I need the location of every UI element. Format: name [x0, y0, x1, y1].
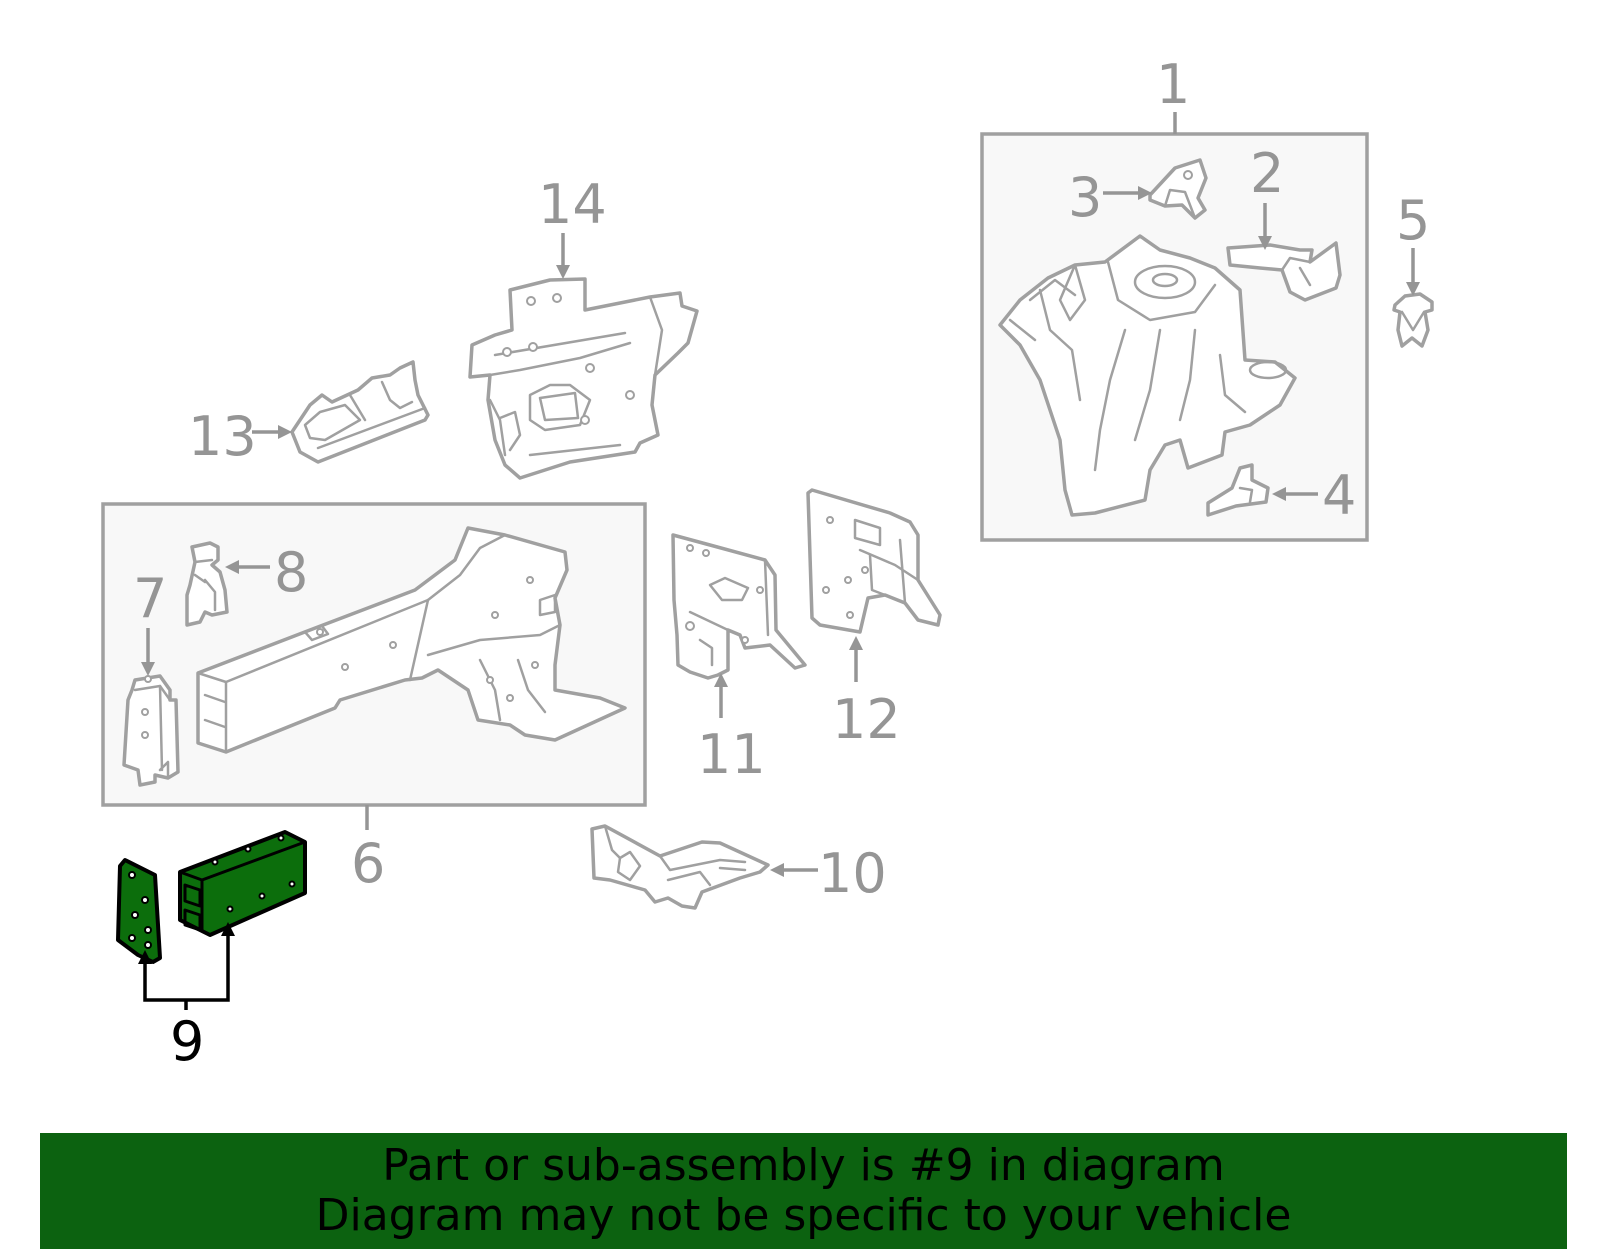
- part-reinforcement-2[interactable]: [1226, 241, 1342, 302]
- callout-6[interactable]: 6: [351, 832, 385, 895]
- callout-1[interactable]: 1: [1156, 53, 1190, 116]
- part-support-13[interactable]: [290, 360, 430, 464]
- callout-5[interactable]: 5: [1396, 189, 1430, 252]
- part-bracket-11[interactable]: [671, 533, 807, 680]
- part-end-plate-7[interactable]: [122, 674, 180, 787]
- callout-4[interactable]: 4: [1322, 464, 1356, 527]
- part-apron-panel-14[interactable]: [468, 277, 699, 480]
- part-bracket-4[interactable]: [1206, 463, 1270, 517]
- part-9-highlighted[interactable]: [116, 830, 307, 964]
- part-frame-rail-6[interactable]: [196, 526, 627, 754]
- callout-8[interactable]: 8: [274, 541, 308, 604]
- part-bracket-10[interactable]: [590, 824, 770, 910]
- callout-2[interactable]: 2: [1250, 142, 1284, 205]
- callout-14[interactable]: 14: [538, 173, 607, 236]
- callout-9[interactable]: 9: [170, 1010, 204, 1073]
- callout-11[interactable]: 11: [697, 723, 766, 786]
- callout-3[interactable]: 3: [1068, 166, 1102, 229]
- part-bracket-12[interactable]: [806, 488, 942, 634]
- part-push-clip-5[interactable]: [1392, 292, 1434, 348]
- banner-line-1: Part or sub-assembly is #9 in diagram: [382, 1140, 1225, 1191]
- banner-line-2: Diagram may not be specific to your vehi…: [315, 1190, 1292, 1241]
- callout-10[interactable]: 10: [818, 842, 887, 905]
- part-9-rail-extension[interactable]: [178, 830, 307, 937]
- part-wheelhouse-assembly[interactable]: [998, 234, 1297, 517]
- callout-13[interactable]: 13: [188, 405, 257, 468]
- callout-12[interactable]: 12: [832, 688, 901, 751]
- callout-7[interactable]: 7: [133, 567, 167, 630]
- part-bracket-8[interactable]: [185, 541, 229, 627]
- part-9-end-plate[interactable]: [116, 858, 162, 964]
- part-bracket-3[interactable]: [1148, 158, 1208, 220]
- info-banner: Part or sub-assembly is #9 in diagram Di…: [40, 1133, 1567, 1249]
